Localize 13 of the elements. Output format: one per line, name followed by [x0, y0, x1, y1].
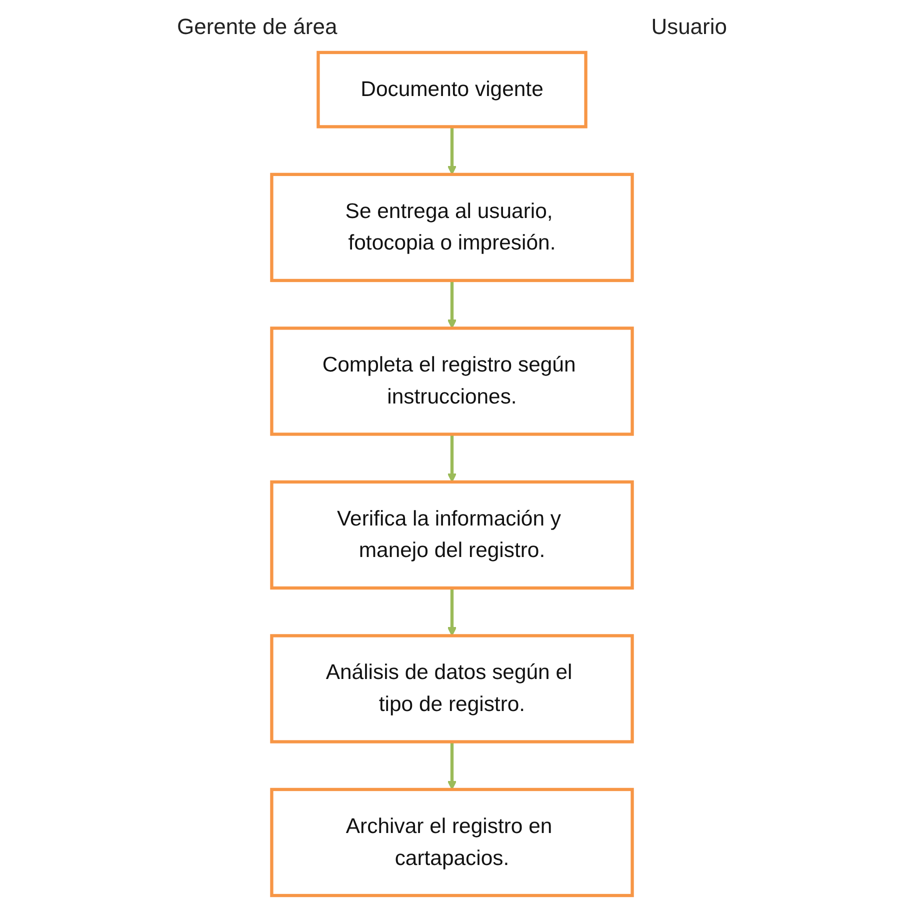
node-box: Completa el registro según instrucciones.	[270, 326, 634, 436]
node-box: Verifica la información y manejo del registro.	[270, 480, 634, 590]
column-heading: Gerente de área	[176, 14, 338, 40]
node-box: Análisis de datos según el tipo de registro.	[270, 634, 634, 744]
node-box: Archivar el registro en cartapacios.	[270, 788, 634, 898]
arrow	[447, 280, 457, 329]
arrow	[447, 742, 457, 790]
column-heading: Usuario	[651, 14, 727, 40]
arrow	[447, 126, 457, 175]
node-box: Se entrega al usuario, fotocopia o impresión.	[270, 172, 634, 282]
node-box: Documento vigente	[316, 50, 588, 128]
arrow	[447, 588, 457, 636]
arrow	[447, 434, 457, 482]
